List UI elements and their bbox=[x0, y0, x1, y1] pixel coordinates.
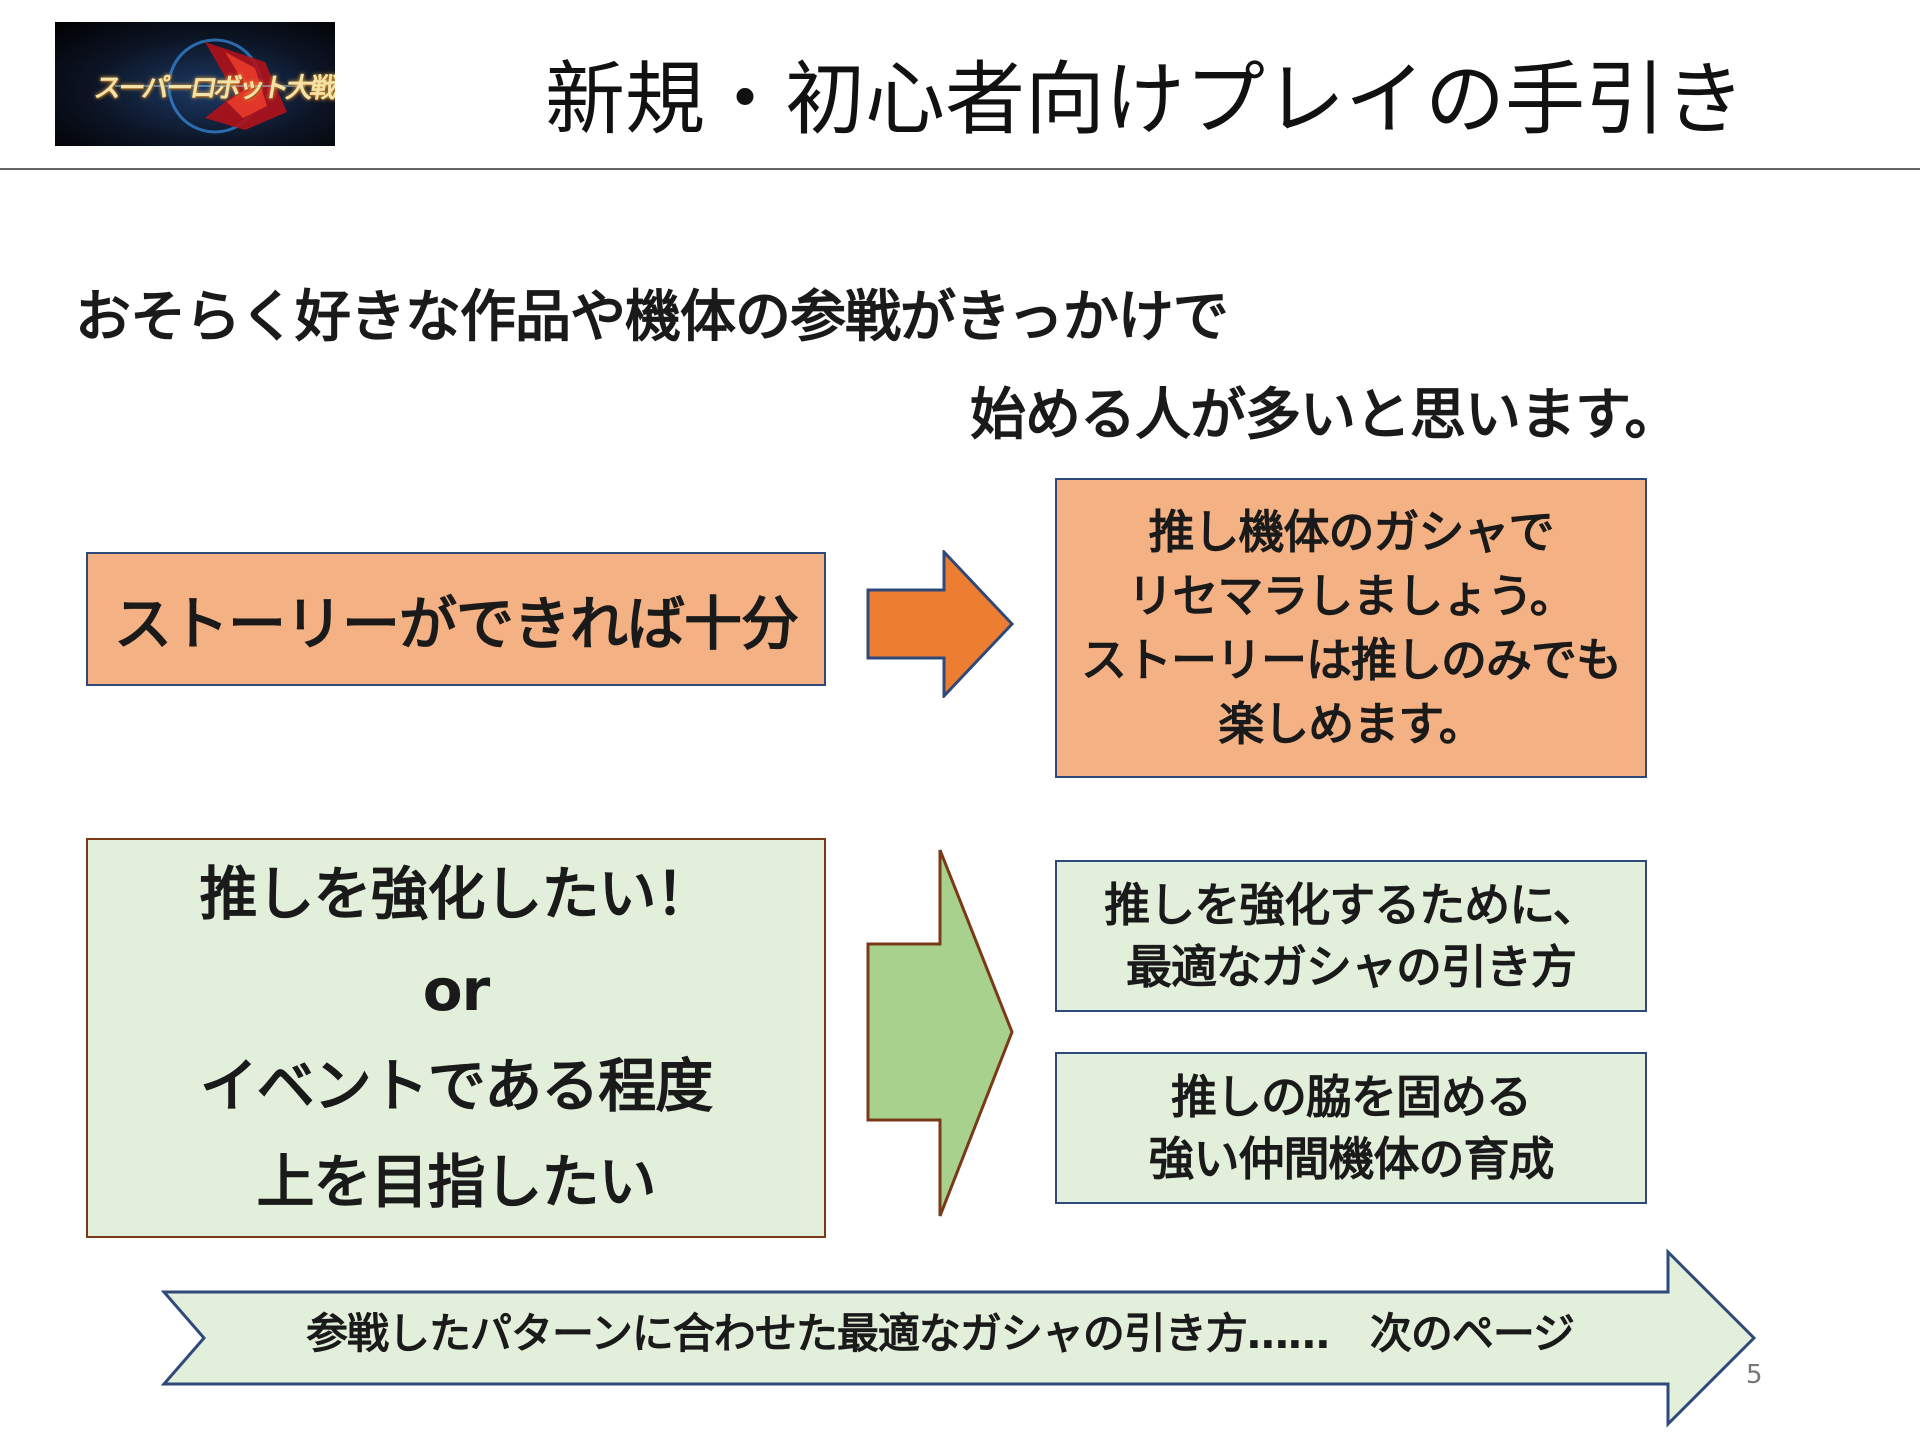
enhance-goal-text: 推しを強化したい！ or イベントである程度 上を目指したい bbox=[199, 860, 713, 1216]
story-only-box: ストーリーができれば十分 bbox=[86, 552, 826, 686]
support-units-text: 推しの脇を固める 強い仲間機体の育成 bbox=[1148, 1070, 1555, 1186]
support-units-box: 推しの脇を固める 強い仲間機体の育成 bbox=[1055, 1052, 1647, 1204]
enhance-goal-box: 推しを強化したい！ or イベントである程度 上を目指したい bbox=[86, 838, 826, 1238]
logo-burst-graphic bbox=[115, 38, 305, 134]
logo-text: スーパーロボット大戦DD bbox=[91, 73, 335, 104]
orange-right-arrow bbox=[866, 550, 1015, 698]
gacha-method-box: 推しを強化するために、 最適なガシャの引き方 bbox=[1055, 860, 1647, 1012]
reroll-advice-text: 推し機体のガシャで リセマラしましょう。 ストーリーは推しのみでも 楽しめます。 bbox=[1081, 505, 1622, 751]
page-number: 5 bbox=[1746, 1360, 1763, 1390]
intro-line-2: 始める人が多いと思います。 bbox=[970, 383, 1680, 448]
gacha-method-text: 推しを強化するために、 最適なガシャの引き方 bbox=[1104, 878, 1599, 994]
green-right-arrow bbox=[866, 849, 1014, 1217]
story-only-text: ストーリーができれば十分 bbox=[113, 590, 799, 658]
intro-line-1: おそらく好きな作品や機体の参戦がきっかけで bbox=[75, 285, 1229, 350]
next-page-banner-text: 参戦したパターンに合わせた最適なガシャの引き方…… 次のページ bbox=[305, 1309, 1575, 1358]
reroll-advice-box: 推し機体のガシャで リセマラしましょう。 ストーリーは推しのみでも 楽しめます。 bbox=[1055, 478, 1647, 778]
page-title: 新規・初心者向けプレイの手引き bbox=[545, 53, 1745, 146]
header-divider bbox=[0, 168, 1920, 170]
game-logo: スーパーロボット大戦DD bbox=[55, 22, 335, 146]
next-page-banner-arrow bbox=[160, 1248, 1757, 1428]
